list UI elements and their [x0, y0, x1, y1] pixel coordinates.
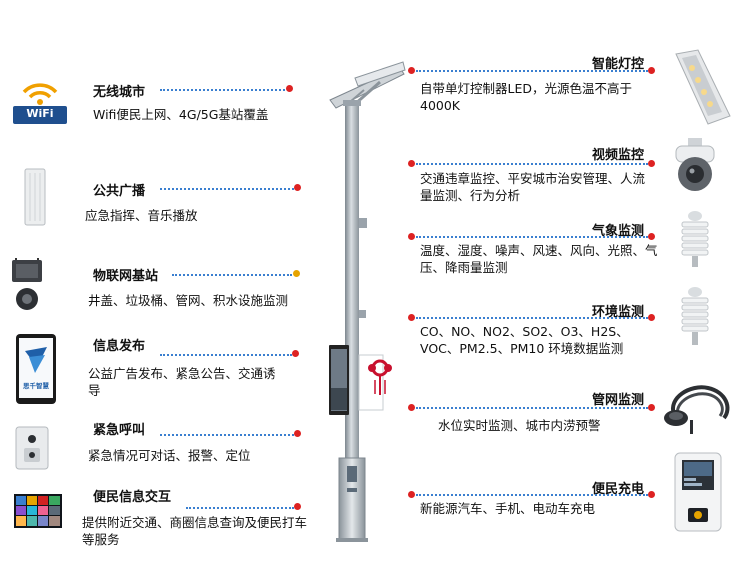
emergency-call-box-icon [15, 426, 49, 470]
dotted-connector [160, 354, 292, 356]
info-display-icon: 思千智慧 [15, 333, 57, 405]
connector-dot [648, 404, 655, 411]
pole-display-screen [329, 345, 349, 415]
feature-title-environment: 环境监测 [592, 305, 645, 320]
pole-camera-mount [359, 218, 367, 228]
feature-title-weather: 气象监测 [592, 224, 645, 239]
feature-title-wireless: 无线城市 [93, 85, 146, 100]
feature-desc-pipeline: 水位实时监测、城市内涝预警 [438, 418, 601, 433]
dotted-connector [186, 507, 294, 509]
pole-sensor-mount [359, 310, 366, 318]
feature-title-lighting: 智能灯控 [592, 57, 645, 72]
connector-dot [648, 491, 655, 498]
feature-desc-iot: 井盖、垃圾桶、管网、积水设施监测 [88, 293, 289, 308]
connector-dot [294, 184, 301, 191]
dotted-connector [416, 494, 648, 496]
environment-sensor-icon [678, 286, 712, 346]
connector-dot [408, 160, 415, 167]
connector-dot [648, 233, 655, 240]
connector-dot [408, 314, 415, 321]
led-lamp-module-icon [668, 48, 734, 126]
connector-dot [408, 491, 415, 498]
feature-title-broadcast: 公共广播 [93, 184, 146, 199]
dome-camera-icon [672, 138, 718, 194]
chinese-knot-decoration [358, 354, 392, 411]
wifi-icon: WiFi [11, 78, 69, 126]
connector-dot [294, 503, 301, 510]
dotted-connector [160, 434, 294, 436]
connector-dot [292, 350, 299, 357]
dotted-connector [416, 70, 648, 72]
feature-desc-lighting: 自带单灯控制器LED，光源色温不高于4000K [420, 81, 632, 113]
pipeline-sensor-icon [660, 380, 740, 434]
feature-desc-emergency: 紧急情况可对话、报警、定位 [88, 448, 251, 463]
dotted-connector [172, 274, 292, 276]
feature-title-pipeline: 管网监测 [592, 393, 645, 408]
feature-desc-environment: CO、NO、NO2、SO2、O3、H2S、VOC、PM2.5、PM10 环境数据… [420, 324, 629, 356]
connector-dot [293, 270, 300, 277]
dotted-connector [416, 163, 648, 165]
feature-title-emergency: 紧急呼叫 [93, 423, 146, 438]
feature-desc-weather: 温度、湿度、噪声、风速、风向、光照、气压、降雨量监测 [420, 243, 658, 275]
connector-dot [286, 85, 293, 92]
dotted-connector [416, 407, 648, 409]
feature-desc-broadcast: 应急指挥、音乐播放 [85, 208, 198, 223]
feature-title-video: 视频监控 [592, 148, 645, 163]
feature-title-info: 信息发布 [93, 339, 146, 354]
connector-dot [648, 314, 655, 321]
feature-desc-wireless: Wifi便民上网、4G/5G基站覆盖 [93, 107, 269, 122]
iot-gateway-icon [10, 258, 46, 314]
pole-base-cabinet [336, 457, 368, 542]
dotted-connector [160, 188, 294, 190]
weather-sensor-icon [678, 210, 712, 268]
feature-desc-info: 公益广告发布、紧急公告、交通诱导 [88, 366, 276, 398]
speaker-column-icon [24, 168, 46, 226]
connector-dot [408, 233, 415, 240]
feature-title-interaction: 便民信息交互 [93, 490, 172, 505]
connector-dot [648, 67, 655, 74]
feature-desc-video: 交通违章监控、平安城市治安管理、人流量监测、行为分析 [420, 171, 646, 203]
connector-dot [648, 160, 655, 167]
dotted-connector [416, 317, 648, 319]
dotted-connector [416, 236, 648, 238]
interactive-app-grid-icon [14, 494, 62, 528]
feature-desc-interaction: 提供附近交通、商圈信息查询及便民打车等服务 [82, 515, 308, 547]
connector-dot [294, 430, 301, 437]
feature-desc-charging: 新能源汽车、手机、电动车充电 [420, 501, 596, 516]
info-display-brand-text: 思千智慧 [23, 382, 49, 390]
connector-dot [408, 404, 415, 411]
dotted-connector [160, 89, 285, 91]
ev-charger-icon [674, 452, 722, 532]
feature-title-iot: 物联网基站 [93, 269, 159, 284]
wifi-logo-text: WiFi [26, 107, 54, 120]
lamp-head [329, 61, 406, 114]
connector-dot [408, 67, 415, 74]
feature-title-charging: 便民充电 [592, 482, 645, 497]
